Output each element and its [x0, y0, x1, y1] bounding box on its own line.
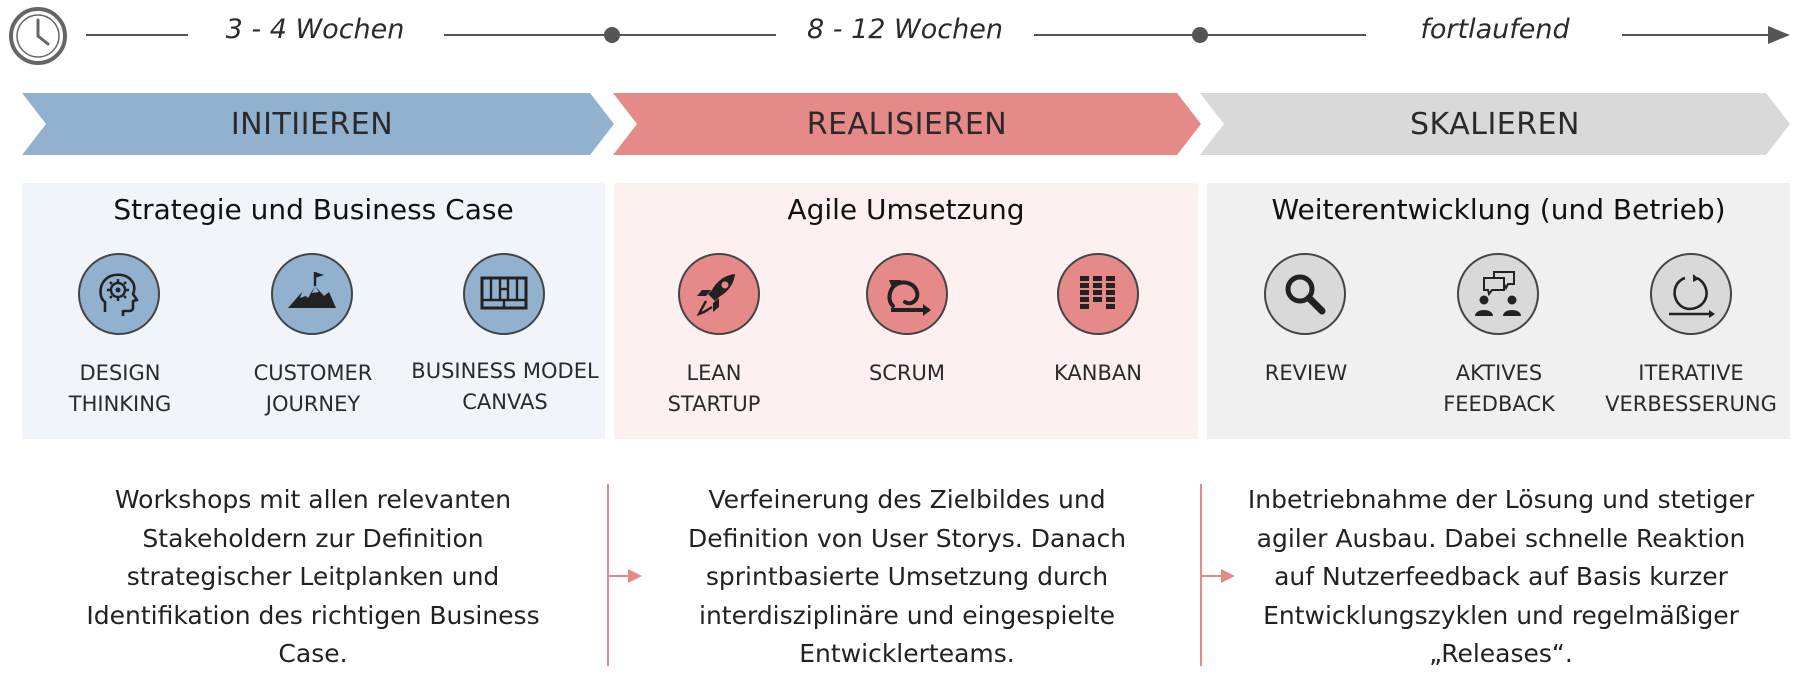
timeline-milestone — [604, 27, 620, 43]
method-label: BUSINESS MODEL CANVAS — [411, 359, 599, 414]
phase-initiieren: INITIIEREN — [22, 93, 614, 155]
panel-title: Strategie und Business Case — [113, 193, 514, 226]
duration-realisieren: 8 - 12 Wochen — [807, 14, 1003, 45]
method-label: CUSTOMER JOURNEY — [253, 361, 373, 416]
phase-label: REALISIEREN — [806, 106, 1008, 142]
description-realisieren: Verfeinerung des Zielbildes und Definiti… — [687, 485, 1127, 668]
duration-initiieren: 3 - 4 Wochen — [225, 14, 405, 45]
phase-realisieren: REALISIEREN — [613, 93, 1201, 155]
method-label: ITERATIVE VERBESSERUNG — [1605, 361, 1777, 416]
description-skalieren: Inbetriebnahme der Lösung und stetiger a… — [1247, 485, 1755, 668]
timeline-segment — [86, 34, 188, 36]
method-label: LEAN STARTUP — [667, 361, 761, 416]
method-label: KANBAN — [1054, 361, 1142, 385]
panel-title: Agile Umsetzung — [787, 193, 1025, 226]
magnifier-icon — [1264, 253, 1346, 335]
description-initiieren: Workshops mit allen relevanten Stakehold… — [86, 485, 540, 668]
phase-skalieren: SKALIEREN — [1200, 93, 1790, 155]
timeline-arrow-icon — [1768, 26, 1790, 44]
mountain-flag-icon — [271, 253, 353, 335]
canvas-grid-icon — [463, 253, 545, 335]
phase-label: INITIIEREN — [230, 106, 394, 142]
phase-label: SKALIEREN — [1410, 106, 1580, 142]
timeline-segment — [1622, 34, 1772, 36]
kanban-board-icon — [1057, 253, 1139, 335]
method-label: DESIGN THINKING — [68, 361, 172, 416]
duration-skalieren: fortlaufend — [1420, 14, 1570, 45]
scrum-cycle-icon — [866, 253, 948, 335]
timeline-milestone — [1192, 27, 1208, 43]
rocket-icon — [678, 253, 760, 335]
people-chat-icon — [1457, 253, 1539, 335]
head-gear-icon — [78, 253, 160, 335]
clock-icon — [8, 6, 68, 66]
method-label: SCRUM — [868, 361, 946, 385]
arrow-right-icon — [608, 569, 642, 583]
iteration-loop-icon — [1650, 253, 1732, 335]
arrow-right-icon — [1201, 569, 1235, 583]
panel-title: Weiterentwicklung (und Betrieb) — [1271, 193, 1726, 226]
method-label: REVIEW — [1264, 361, 1348, 385]
method-label: AKTIVES FEEDBACK — [1443, 361, 1555, 416]
